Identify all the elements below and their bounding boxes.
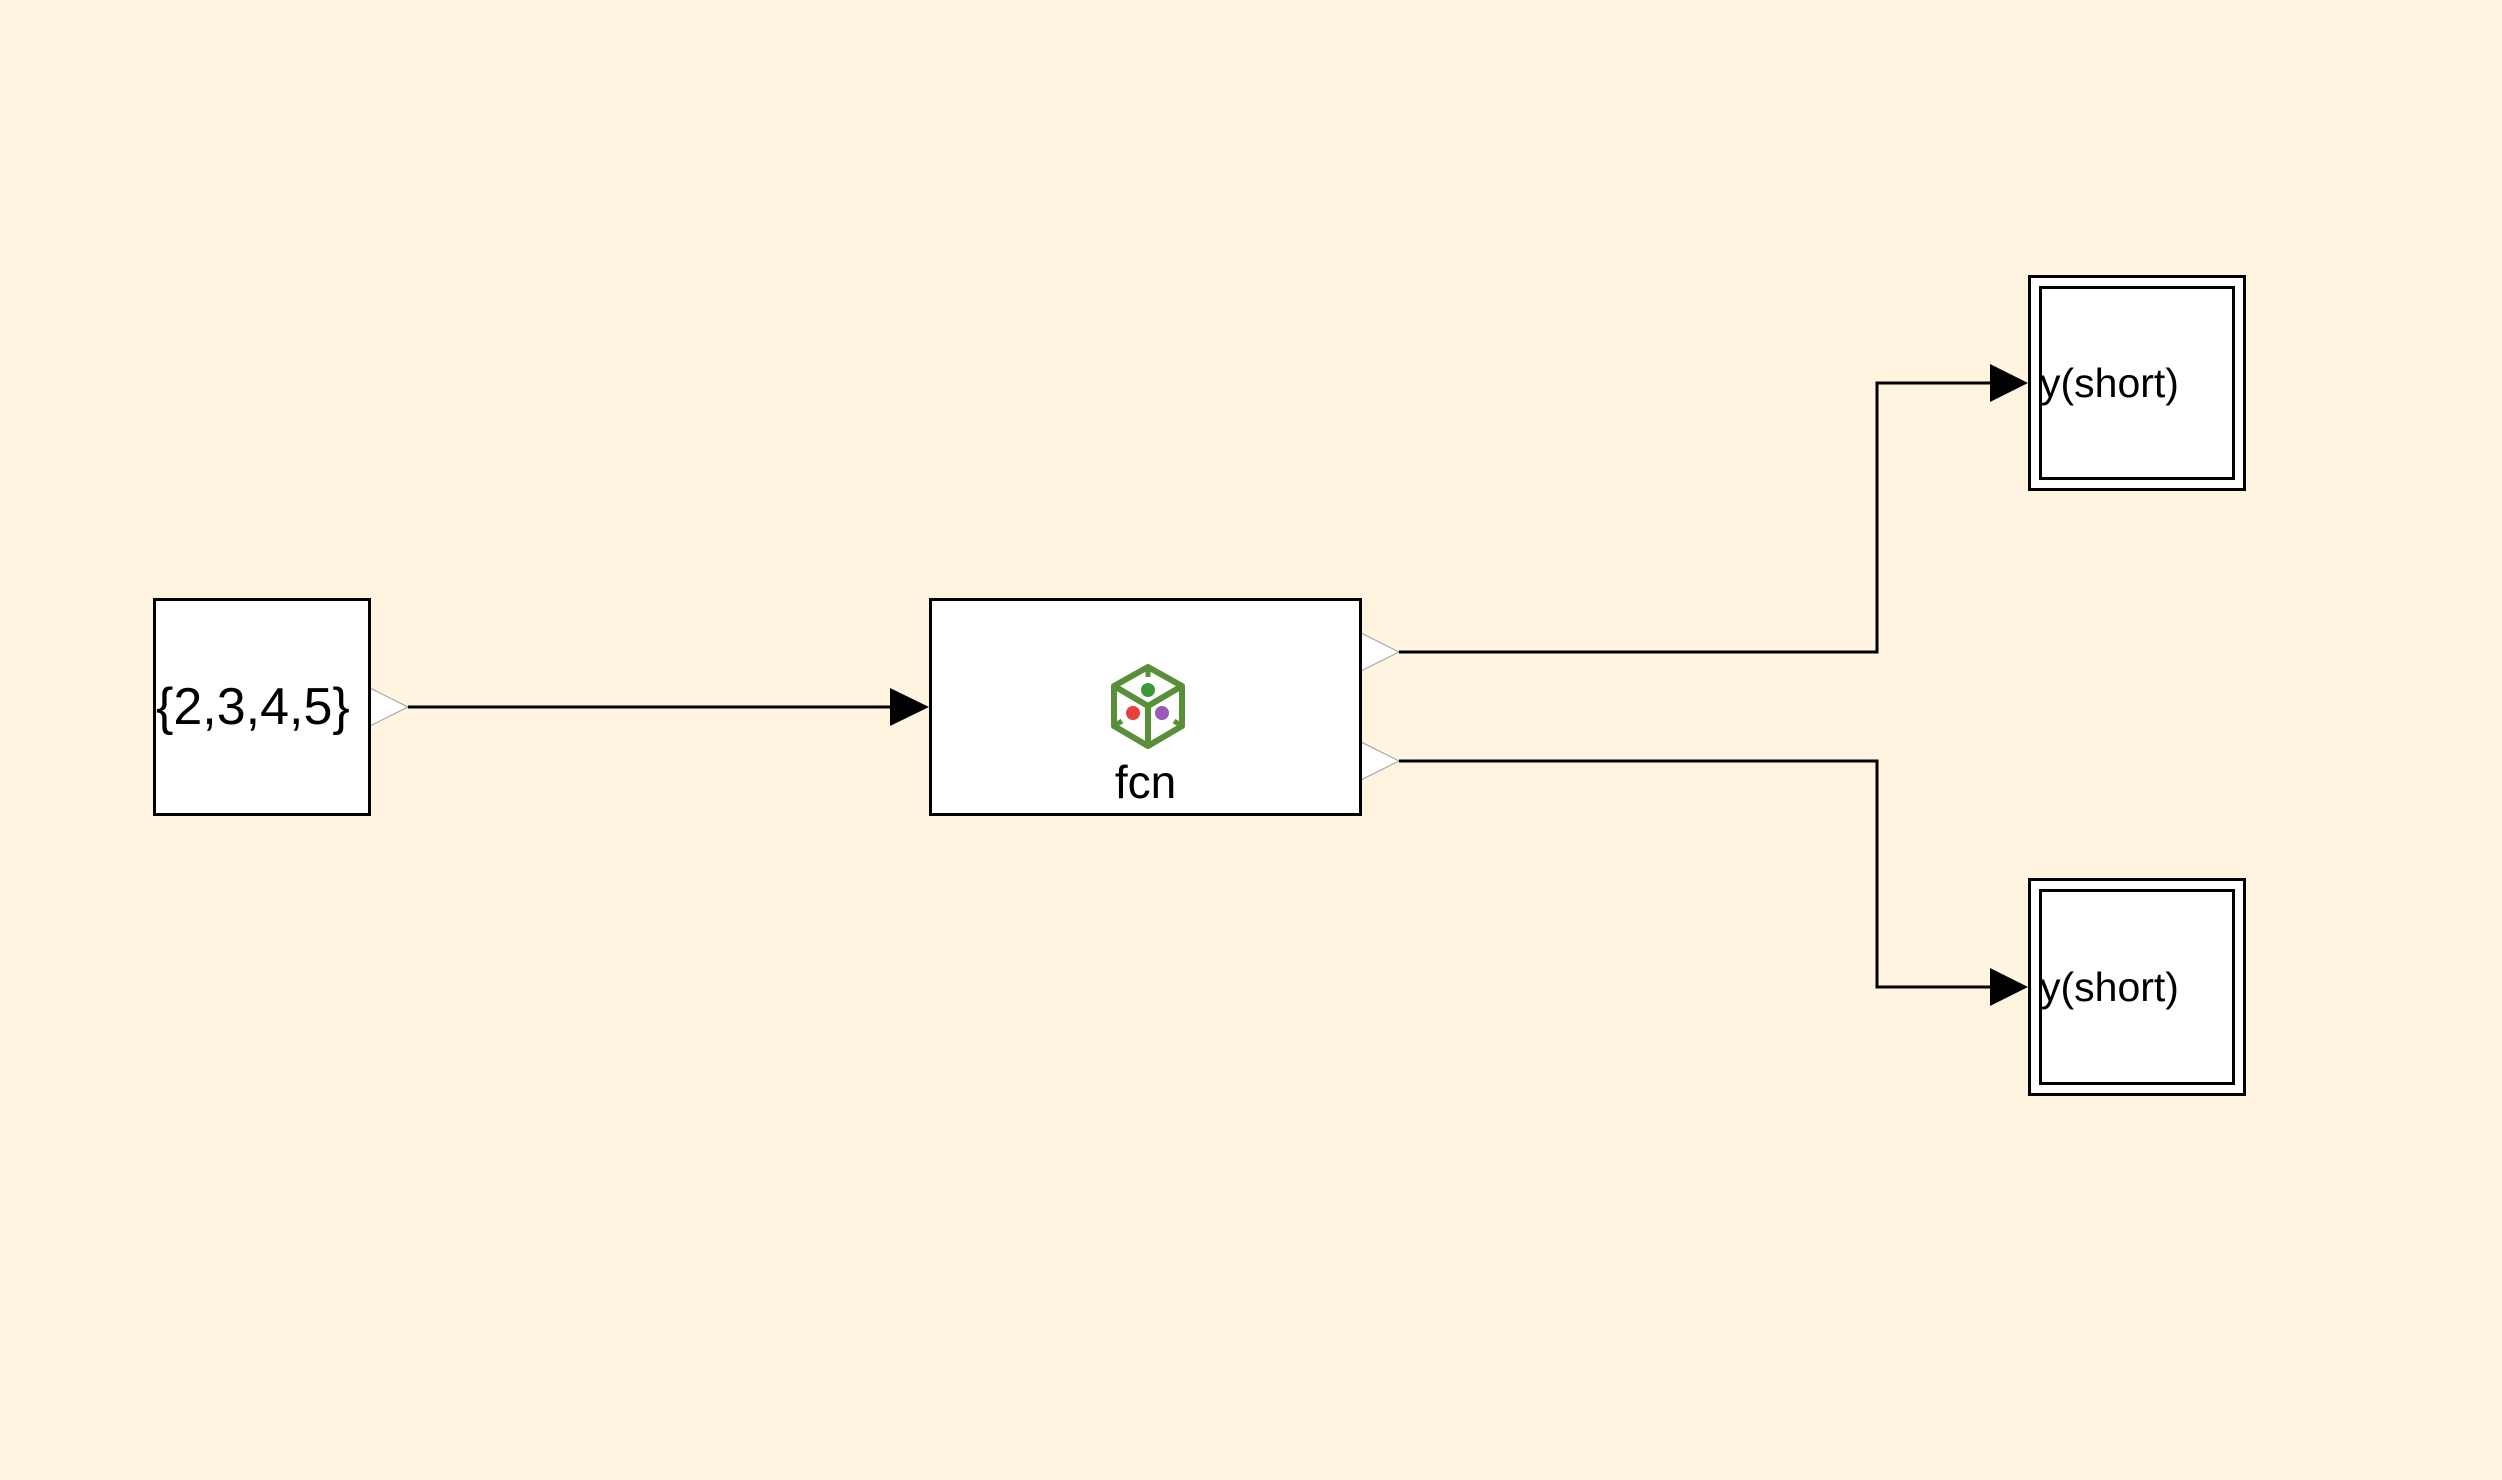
function-block-label: fcn [1114, 756, 1177, 808]
display-block-2[interactable]: y(short) [2028, 878, 2246, 1096]
constant-source-block[interactable]: {2,3,4,5} [153, 598, 371, 816]
display-1-label: y(short) [2040, 359, 2179, 406]
display-block-1[interactable]: y(short) [2028, 275, 2246, 491]
display-2-label: y(short) [2040, 963, 2179, 1010]
matlab-function-block[interactable]: fcn [929, 598, 1362, 816]
source-output-port[interactable] [369, 687, 410, 727]
arrowhead-display-2-input [1990, 968, 2028, 1006]
fcn-output-port-1[interactable] [1360, 632, 1401, 672]
constant-value-label: {2,3,4,5} [156, 678, 350, 736]
arrowhead-display-1-input [1990, 364, 2028, 402]
fcn-output-port-2[interactable] [1360, 741, 1401, 781]
display-inner-frame [2039, 889, 2235, 1085]
signal-line-fcn-to-display-2[interactable] [1399, 759, 1992, 989]
display-inner-frame [2039, 286, 2235, 480]
arrowhead-fcn-input [890, 688, 929, 726]
matlab-function-cube-icon [1111, 664, 1185, 749]
signal-line-fcn-to-display-1[interactable] [1399, 381, 1992, 654]
